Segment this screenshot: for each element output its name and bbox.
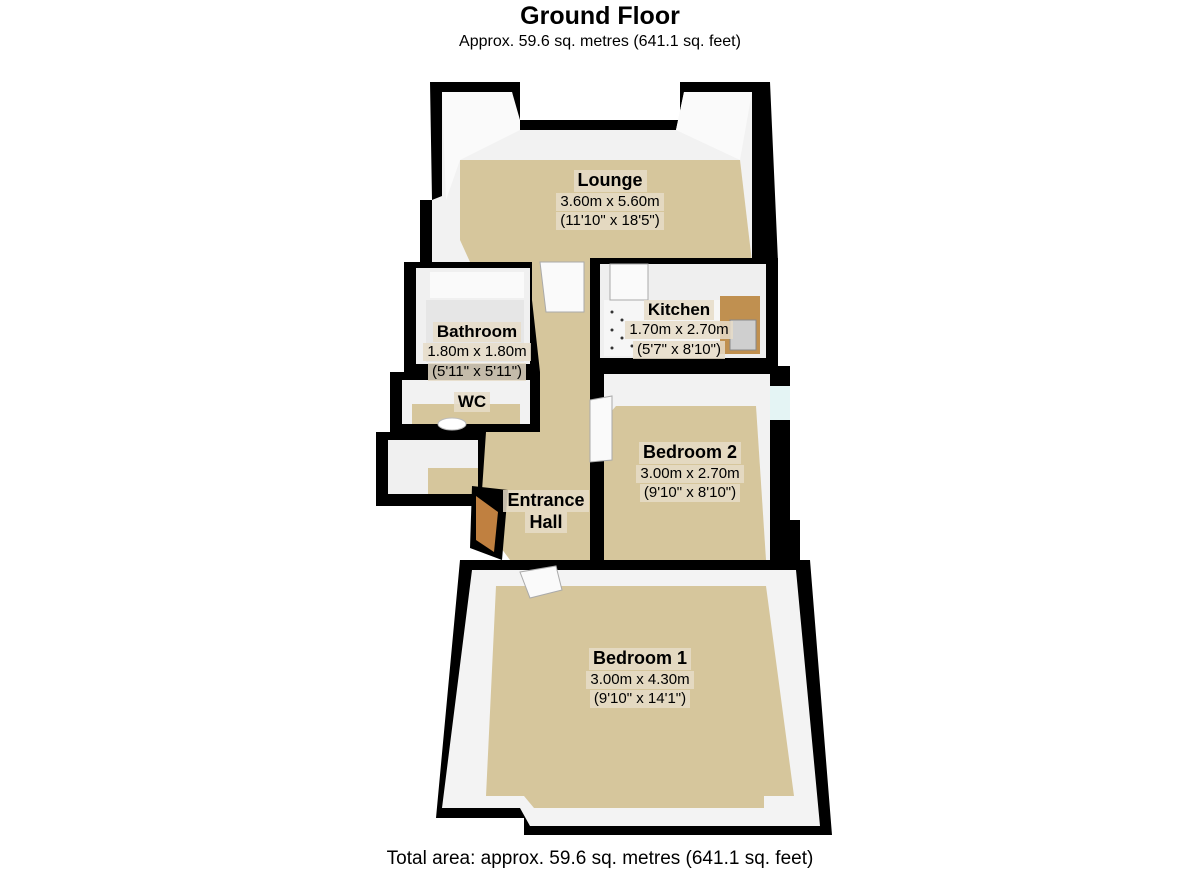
lounge-metric: 3.60m x 5.60m (556, 192, 664, 211)
bedroom2-metric: 3.00m x 2.70m (636, 464, 744, 483)
bedroom2-name: Bedroom 2 (638, 442, 742, 464)
bathroom-label: Bathroom 1.80m x 1.80m (5'11" x 5'11") (412, 322, 542, 381)
entrance-hall-room (470, 261, 598, 560)
entrance-hall-name-line1: Entrance (503, 490, 589, 512)
bathroom-imperial: (5'11" x 5'11") (427, 362, 527, 381)
bedroom2-imperial: (9'10" x 8'10") (639, 483, 741, 502)
page-title: Ground Floor (520, 2, 680, 30)
kitchen-imperial: (5'7" x 8'10") (633, 340, 725, 359)
bathroom-metric: 1.80m x 1.80m (423, 343, 531, 362)
entrance-hall-name-line2: Hall (525, 511, 567, 534)
entrance-hall-label: Entrance Hall (498, 490, 594, 534)
bedroom1-metric: 3.00m x 4.30m (586, 670, 694, 689)
bedroom1-name: Bedroom 1 (588, 648, 692, 670)
kitchen-metric: 1.70m x 2.70m (625, 321, 733, 340)
kitchen-label: Kitchen 1.70m x 2.70m (5'7" x 8'10") (604, 300, 754, 359)
wc-label: WC (440, 392, 504, 413)
kitchen-name: Kitchen (643, 300, 715, 321)
store-area (376, 432, 486, 506)
lounge-imperial: (11'10" x 18'5") (556, 211, 664, 230)
bathroom-name: Bathroom (432, 322, 522, 343)
wc-name: WC (453, 392, 491, 413)
lounge-name: Lounge (573, 170, 647, 192)
bedroom1-imperial: (9'10" x 14'1") (589, 689, 691, 708)
bedroom1-label: Bedroom 1 3.00m x 4.30m (9'10" x 14'1") (560, 648, 720, 708)
total-area-footer: Total area: approx. 59.6 sq. metres (641… (386, 848, 814, 869)
lounge-label: Lounge 3.60m x 5.60m (11'10" x 18'5") (520, 170, 700, 230)
page-subtitle: Approx. 59.6 sq. metres (641.1 sq. feet) (459, 33, 741, 50)
bedroom2-label: Bedroom 2 3.00m x 2.70m (9'10" x 8'10") (610, 442, 770, 502)
